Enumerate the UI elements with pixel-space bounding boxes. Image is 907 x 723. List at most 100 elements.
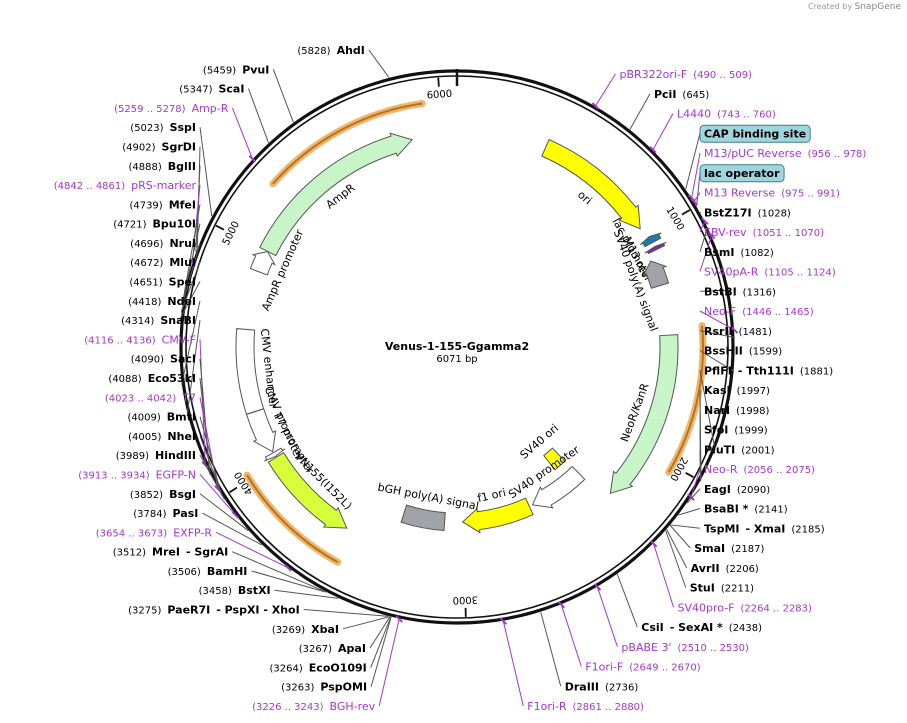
leader-line <box>696 172 701 207</box>
leader-line <box>699 310 735 331</box>
label-range: (2861 .. 2880) <box>573 702 645 713</box>
label-sv40pa-r: SV40pA-R(1105 .. 1124) <box>704 266 836 279</box>
label-smai: SmaI(2187) <box>694 542 764 555</box>
leader-line <box>665 530 687 588</box>
credit-label: Created by SnapGene <box>808 2 901 12</box>
label-pos: (1028) <box>758 208 791 219</box>
label-name: TspMI <box>704 522 740 535</box>
leader-line <box>199 435 223 496</box>
leader-line <box>215 531 289 569</box>
label-name: BstXI <box>238 584 271 597</box>
leader-line <box>540 611 562 687</box>
label-pluti: PluTI (2001) <box>704 443 775 456</box>
tick-label: 3000 <box>452 593 478 605</box>
label-f1ori-r: F1ori-R(2861 .. 2880) <box>527 700 644 713</box>
leader-line <box>199 416 222 495</box>
leader-line <box>691 152 701 199</box>
label-name: M13 Reverse <box>704 187 775 200</box>
label-bsshii: BssHII (1599) <box>704 345 782 358</box>
label-mfei: (4739)MfeI <box>129 198 196 211</box>
label-extra: - PspXI - XhoI <box>216 604 299 617</box>
label-pos: (1997) <box>737 386 770 397</box>
label-pos: (2211) <box>721 584 754 595</box>
label-tspmi: TspMI- XmaI(2185) <box>704 522 825 535</box>
label-range: (5259 .. 5278) <box>114 104 186 115</box>
feature-lac-promoter <box>640 232 662 248</box>
label-pos: (3264) <box>270 663 303 674</box>
label-spei: (4651)SpeI <box>129 276 196 289</box>
leader-line <box>303 609 388 617</box>
primer-site <box>649 146 657 154</box>
label-csii: CsiI- SexAI *(2438) <box>641 621 762 634</box>
label-name: NheI <box>167 430 196 443</box>
leader-line <box>699 350 735 372</box>
leader-line <box>342 616 390 630</box>
label-pcii: PciI(645) <box>654 88 709 101</box>
label-bsmi: BsmI(1082) <box>704 246 774 259</box>
leader-line <box>369 616 391 649</box>
plasmid-size: 6071 bp <box>436 354 477 365</box>
leader-line <box>274 589 339 599</box>
label-name: PluTI <box>704 443 735 456</box>
label-name: SacI <box>170 353 196 366</box>
primer-site <box>284 564 292 572</box>
label-eco53ki: (4088)Eco53kI <box>108 372 196 385</box>
label-range: (2510 .. 2530) <box>678 643 750 654</box>
primer-site <box>701 217 709 225</box>
label-pos: (3852) <box>130 490 163 501</box>
leader-line <box>502 621 524 707</box>
label-m13-reverse: M13 Reverse(975 .. 991) <box>704 187 840 200</box>
label-pos: (1599) <box>749 347 782 358</box>
tick-mark <box>437 77 440 87</box>
label-range: (4116 .. 4136) <box>84 335 156 346</box>
label-sv40pro-f: SV40pro-F(2264 .. 2283) <box>678 601 813 614</box>
label-pos: (5459) <box>203 65 236 76</box>
orf-arc-line <box>272 102 423 185</box>
label-pos: (1481) <box>739 327 772 338</box>
primer-site <box>231 511 240 519</box>
boxed-label-bg <box>699 164 785 183</box>
label-name: ApaI <box>338 642 366 655</box>
leader-line <box>678 508 701 516</box>
snapgene-logo: SnapGene <box>854 2 901 12</box>
label-pos: (2187) <box>731 544 764 555</box>
leader-line <box>690 468 701 498</box>
label-pflfi: PflFI- Tth111I(1881) <box>704 364 833 377</box>
label-name: BssHII <box>704 345 743 358</box>
label-sspi: (5023)SspI <box>130 121 196 134</box>
leader-line <box>183 204 201 293</box>
leader-line <box>629 93 651 130</box>
label-pos: (4009) <box>128 413 161 424</box>
primer-site <box>690 198 698 206</box>
label-name: PspOMI <box>320 681 367 694</box>
leader-line <box>180 281 201 319</box>
label-ecoo109i: (3264)EcoO109I <box>270 661 367 674</box>
leader-line <box>370 616 392 687</box>
primer-site <box>591 102 600 110</box>
leader-line <box>686 488 701 504</box>
label-name: BglII <box>168 160 196 173</box>
feature-label: f1 ori <box>476 486 507 505</box>
label-pos: (2001) <box>741 445 774 456</box>
plasmid-name: Venus-1-155-Ggamma2 <box>385 340 529 353</box>
feature-f1-ori <box>461 497 534 534</box>
label-name: BstBI <box>704 285 737 298</box>
label-name: PasI <box>173 507 199 520</box>
tick-label: 5000 <box>221 220 242 248</box>
label-name: HindIII <box>155 449 196 462</box>
leader-line <box>199 474 236 516</box>
label-paer7i: (3275)PaeR7I- PspXI - XhoI <box>128 604 300 617</box>
label-name: Neo-F <box>704 305 736 318</box>
leader-line <box>560 604 582 667</box>
label-name: NarI <box>704 404 730 417</box>
label-xbai: (3269)XbaI <box>272 623 339 636</box>
primer-site <box>730 326 739 334</box>
label-bglii: (4888)BglII <box>129 160 196 173</box>
leader-line <box>181 300 201 385</box>
label-range: (956 .. 978) <box>808 149 867 160</box>
label-nari: NarI(1998) <box>704 404 770 417</box>
label-pos: (3267) <box>299 644 332 655</box>
label-name: SspI <box>170 121 196 134</box>
label-name: Amp-R <box>192 102 229 115</box>
